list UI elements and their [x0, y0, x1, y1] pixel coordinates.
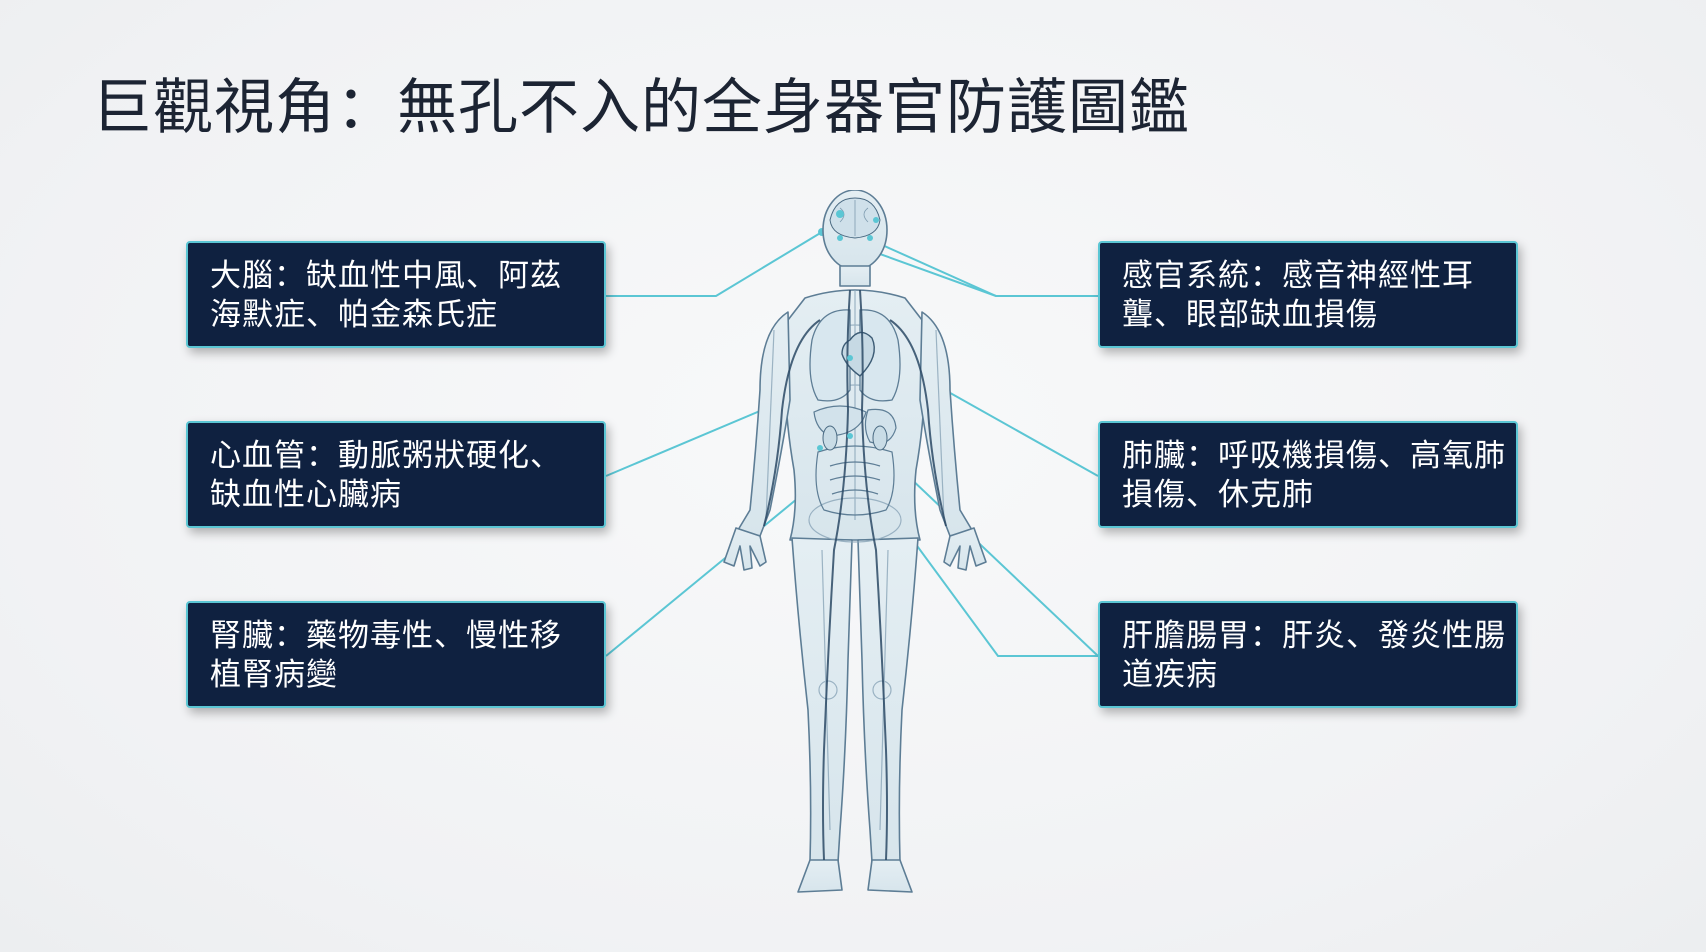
callout-brain-line2: 海默症、帕金森氏症 — [210, 297, 498, 333]
callout-cardio-line2: 缺血性心臟病 — [210, 477, 402, 513]
right-arm — [919, 311, 973, 537]
right-foot — [867, 859, 913, 893]
callout-senses-line1: 感官系統：感音神經性耳 — [1122, 258, 1474, 294]
callout-lung-line2: 損傷、休克肺 — [1122, 477, 1314, 513]
callout-kidney-line2: 植腎病變 — [210, 657, 338, 693]
callout-gi-line2: 道疾病 — [1122, 657, 1218, 693]
right-hand — [943, 527, 987, 571]
right-lung — [859, 309, 901, 402]
left-hand — [723, 527, 767, 571]
callout-kidney-line1: 腎臟：藥物毒性、慢性移 — [210, 618, 562, 654]
callout-cardio-line1: 心血管：動脈粥狀硬化、 — [210, 438, 562, 474]
callout-kidney: 腎臟：藥物毒性、慢性移 植腎病變 — [186, 601, 606, 708]
left-kidney — [822, 425, 838, 451]
callout-lung: 肺臟：呼吸機損傷、高氧肺 損傷、休克肺 — [1098, 421, 1518, 528]
left-lung — [809, 309, 851, 402]
callout-brain: 大腦：缺血性中風、阿茲 海默症、帕金森氏症 — [186, 241, 606, 348]
callout-senses-line2: 聾、眼部缺血損傷 — [1122, 297, 1378, 333]
callout-brain-line1: 大腦：缺血性中風、阿茲 — [210, 258, 562, 294]
callout-cardiovascular: 心血管：動脈粥狀硬化、 缺血性心臟病 — [186, 421, 606, 528]
callout-sensory: 感官系統：感音神經性耳 聾、眼部缺血損傷 — [1098, 241, 1518, 348]
callout-lung-line1: 肺臟：呼吸機損傷、高氧肺 — [1122, 438, 1506, 474]
callout-gi-line1: 肝膽腸胃：肝炎、發炎性腸 — [1122, 618, 1506, 654]
left-foot — [797, 859, 843, 893]
human-body-illustration — [723, 190, 987, 893]
heart — [841, 331, 875, 377]
page-title: 巨觀視角：無孔不入的全身器官防護圖鑑 — [92, 73, 1190, 143]
intestines — [815, 445, 895, 516]
right-leg — [857, 537, 919, 863]
callout-gastrointestinal: 肝膽腸胃：肝炎、發炎性腸 道疾病 — [1098, 601, 1518, 708]
left-leg — [791, 537, 853, 863]
right-kidney — [872, 425, 888, 451]
left-arm — [737, 311, 791, 537]
